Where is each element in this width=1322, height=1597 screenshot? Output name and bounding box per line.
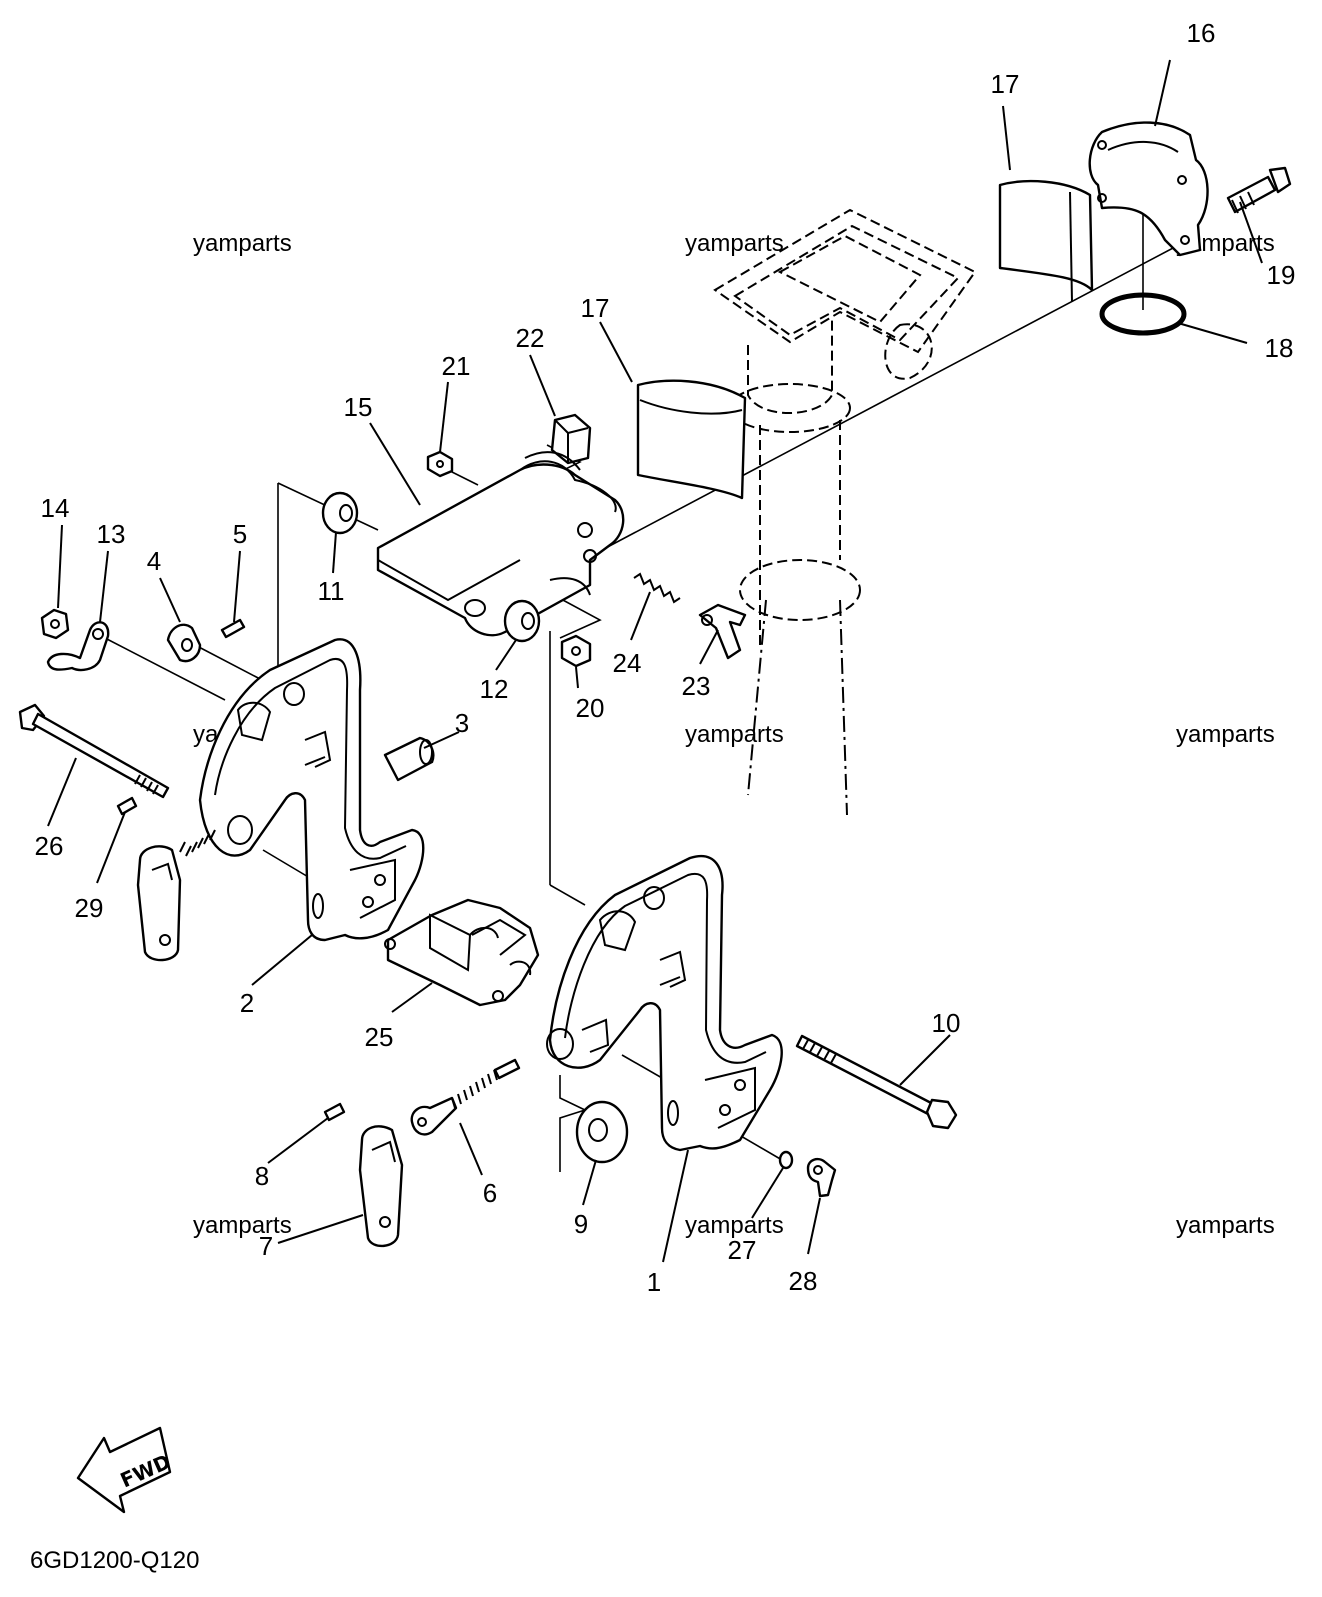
callout-3: 3	[455, 708, 469, 738]
callout-11: 11	[318, 576, 345, 606]
clamp-handle	[358, 1125, 404, 1248]
callout-27: 27	[728, 1235, 757, 1265]
callout-18: 18	[1265, 333, 1294, 363]
watermark: yamparts	[193, 230, 292, 257]
callout-13: 13	[97, 519, 126, 549]
wing-screw	[698, 603, 747, 660]
callout-17: 17	[581, 293, 610, 323]
watermark: yamparts	[685, 1212, 784, 1239]
callout-1: 1	[647, 1267, 661, 1297]
callout-7: 7	[259, 1231, 273, 1261]
swivel-bracket	[376, 451, 625, 637]
spring	[633, 572, 681, 604]
callout-22: 22	[516, 323, 545, 353]
watermark: yamparts	[1176, 721, 1275, 748]
forward-direction-indicator: FWD	[76, 1426, 174, 1514]
clamp-screw-right	[410, 1058, 521, 1136]
clamp-pin	[383, 736, 435, 782]
long-bolt	[18, 703, 170, 799]
watermark: yamparts	[685, 721, 784, 748]
small-nut	[426, 450, 454, 478]
swivel-nut	[560, 634, 592, 668]
upper-clamp-bracket	[1088, 121, 1209, 257]
handle-pin	[323, 1102, 346, 1122]
swivel-washer-lower	[503, 599, 541, 643]
callout-16: 16	[1187, 18, 1216, 48]
clamp-pad	[575, 1100, 629, 1164]
drive-shaft-housing-ghost	[713, 208, 977, 816]
callout-5: 5	[233, 519, 247, 549]
callouts: 1 2 3 4 5 6 7 8 9 10 11 12 13 14 15 16 1…	[35, 18, 1296, 1297]
callout-25: 25	[365, 1022, 394, 1052]
callout-23: 23	[682, 671, 711, 701]
clamp-bracket-right	[546, 855, 783, 1152]
o-ring	[1099, 292, 1187, 336]
small-washer	[778, 1150, 794, 1170]
callout-24: 24	[613, 648, 642, 678]
callout-17: 17	[991, 69, 1020, 99]
clamp-screw-left	[136, 829, 216, 962]
callout-26: 26	[35, 831, 64, 861]
callout-4: 4	[147, 546, 161, 576]
callout-21: 21	[442, 351, 471, 381]
bolt-nut	[40, 608, 70, 640]
watermark: yamparts	[1176, 1212, 1275, 1239]
callout-20: 20	[576, 693, 605, 723]
callout-10: 10	[932, 1008, 961, 1038]
leader-lines	[47, 59, 1263, 1263]
callout-8: 8	[255, 1161, 269, 1191]
callout-2: 2	[240, 988, 254, 1018]
callout-19: 19	[1267, 260, 1296, 290]
wing-nut	[806, 1157, 837, 1198]
small-pin-lower	[116, 796, 138, 816]
clamp-liner-upper	[998, 179, 1094, 303]
callout-15: 15	[344, 392, 373, 422]
diagram-code: 6GD1200-Q120	[30, 1547, 199, 1574]
watermark: yamparts	[193, 1212, 292, 1239]
bushing	[166, 623, 202, 663]
callout-9: 9	[574, 1209, 588, 1239]
tilt-bolt	[795, 1034, 958, 1130]
tilt-lever-block	[384, 898, 540, 1007]
lock-plate	[46, 621, 110, 672]
swivel-washer-upper	[321, 491, 359, 535]
clamp-bolt	[1226, 166, 1292, 214]
callout-12: 12	[480, 674, 509, 704]
callout-6: 6	[483, 1178, 497, 1208]
watermark: yamparts	[685, 230, 784, 257]
clamp-liner-lower	[636, 379, 747, 500]
cap	[550, 413, 592, 465]
clamp-bracket-left	[198, 638, 425, 942]
callout-28: 28	[789, 1266, 818, 1296]
small-pin-upper	[220, 618, 246, 639]
callout-29: 29	[75, 893, 104, 923]
callout-14: 14	[41, 493, 70, 523]
